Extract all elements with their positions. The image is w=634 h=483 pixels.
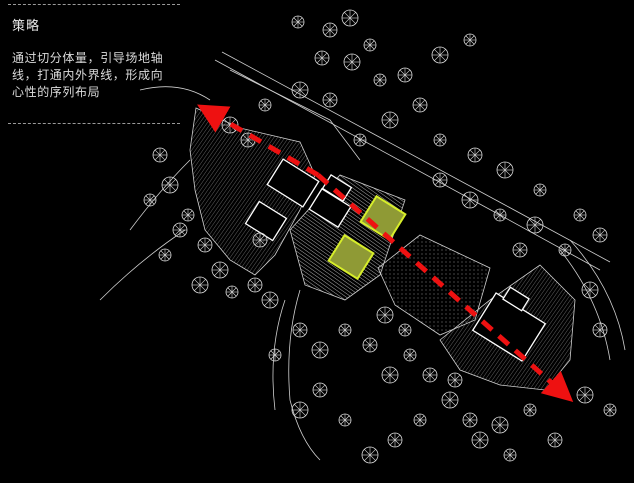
strategy-title: 策略 <box>12 19 41 34</box>
tree-symbol <box>503 448 517 462</box>
tree-symbol <box>413 413 427 427</box>
axis-arrow <box>197 104 574 402</box>
tree-symbol <box>314 50 330 66</box>
tree-symbol <box>291 15 305 29</box>
tree-symbol <box>447 372 463 388</box>
tree-symbol <box>376 306 394 324</box>
tree-symbol <box>158 248 172 262</box>
tree-symbol <box>363 38 377 52</box>
tree-symbol <box>523 403 537 417</box>
strategy-line-2: 线，打通内外界线，形成向 <box>12 68 164 82</box>
strategy-line-1: 通过切分体量，引导场地轴 <box>12 51 164 65</box>
tree-symbol <box>422 367 438 383</box>
tree-symbol <box>225 285 239 299</box>
highlight-volume-north <box>359 194 407 242</box>
highlight-volume-south <box>327 233 375 281</box>
tree-symbol <box>581 281 599 299</box>
tree-symbol <box>462 412 478 428</box>
tree-symbol <box>312 382 328 398</box>
highlighted-volumes <box>327 194 407 281</box>
tree-symbol <box>387 432 403 448</box>
tree-symbol <box>362 337 378 353</box>
tree-symbol <box>493 208 507 222</box>
tree-symbol <box>558 243 572 257</box>
tree-symbol <box>381 111 399 129</box>
tree-symbol <box>397 67 413 83</box>
tree-symbol <box>291 401 309 419</box>
tree-symbol <box>152 147 168 163</box>
tree-symbol <box>211 261 229 279</box>
strategy-description: 通过切分体量，引导场地轴 线，打通内外界线，形成向 心性的序列布局 <box>12 50 180 101</box>
tree-symbol <box>353 133 367 147</box>
tree-symbol <box>463 33 477 47</box>
tree-symbol <box>258 98 272 112</box>
tree-symbol <box>441 391 459 409</box>
site-context-lines <box>99 51 626 461</box>
tree-symbol <box>592 322 608 338</box>
tree-symbol <box>461 191 479 209</box>
building-blocks <box>244 158 547 362</box>
tree-symbols <box>143 9 617 464</box>
tree-symbol <box>338 413 352 427</box>
tree-symbol <box>381 366 399 384</box>
tree-symbol <box>373 73 387 87</box>
tree-symbol <box>398 323 412 337</box>
tree-symbol <box>261 291 279 309</box>
tree-symbol <box>491 416 509 434</box>
tree-symbol <box>433 133 447 147</box>
tree-symbol <box>592 227 608 243</box>
tree-symbol <box>471 431 489 449</box>
tree-symbol <box>291 81 309 99</box>
tree-symbol <box>311 341 329 359</box>
tree-symbol <box>292 322 308 338</box>
tree-symbol <box>268 348 282 362</box>
tree-symbol <box>533 183 547 197</box>
tree-symbol <box>322 92 338 108</box>
tree-symbol <box>161 176 179 194</box>
tree-symbol <box>431 46 449 64</box>
tree-symbol <box>322 22 338 38</box>
top-dashed-divider <box>8 4 180 5</box>
landscape-zone-west <box>189 107 316 276</box>
tree-symbol <box>191 276 209 294</box>
tree-symbol <box>403 348 417 362</box>
tree-symbol <box>361 446 379 464</box>
tree-symbol <box>338 323 352 337</box>
bottom-dashed-divider <box>8 123 180 124</box>
strategy-panel: 策略 通过切分体量，引导场地轴 线，打通内外界线，形成向 心性的序列布局 <box>8 4 180 124</box>
tree-symbol <box>573 208 587 222</box>
tree-symbol <box>496 161 514 179</box>
tree-symbol <box>432 172 448 188</box>
tree-symbol <box>341 9 359 27</box>
tree-symbol <box>247 277 263 293</box>
tree-symbol <box>467 147 483 163</box>
strategy-line-3: 心性的序列布局 <box>12 85 101 99</box>
tree-symbol <box>603 403 617 417</box>
tree-symbol <box>576 386 594 404</box>
tree-symbol <box>526 216 544 234</box>
tree-symbol <box>252 232 268 248</box>
tree-symbol <box>143 193 157 207</box>
tree-symbol <box>181 208 195 222</box>
tree-symbol <box>172 222 188 238</box>
tree-symbol <box>512 242 528 258</box>
tree-symbol <box>412 97 428 113</box>
tree-symbol <box>197 237 213 253</box>
axis-arrow-southeast <box>316 173 574 402</box>
tree-symbol <box>343 53 361 71</box>
tree-symbol <box>547 432 563 448</box>
